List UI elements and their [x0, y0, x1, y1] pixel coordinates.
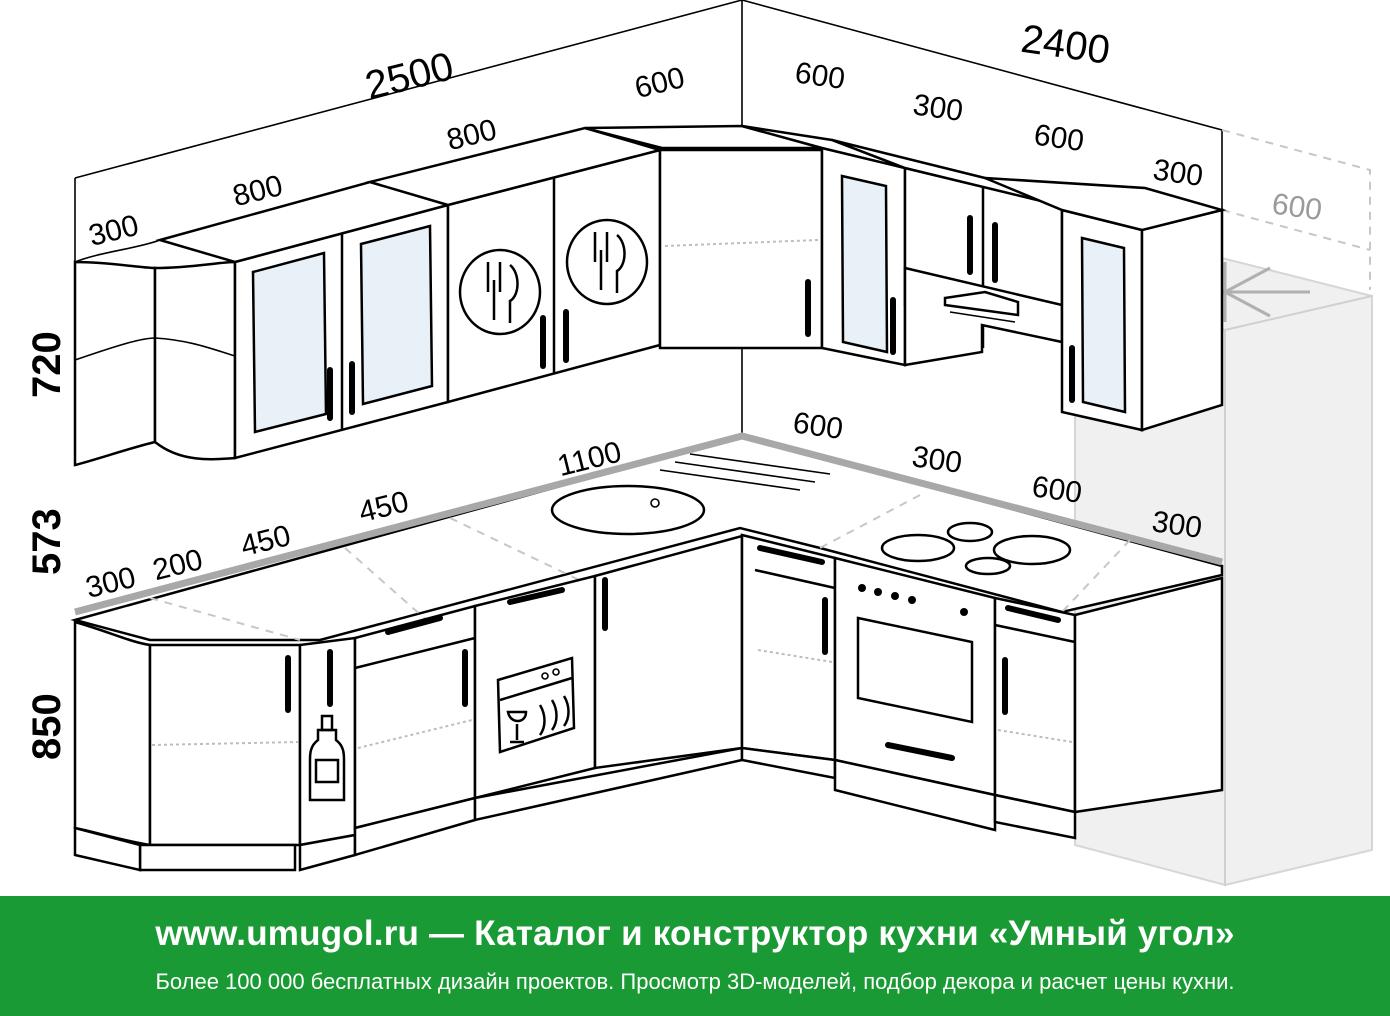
range-hood-icon — [943, 290, 1020, 323]
lower-cabinets-right — [740, 533, 1224, 840]
dim-lower-right-1: 600 — [791, 406, 845, 446]
oven-icon — [856, 584, 974, 761]
hob-icon — [880, 521, 1072, 576]
plate-cutlery-icon — [458, 248, 542, 336]
upper-cabinets-right — [741, 124, 1227, 432]
plate-cutlery-icon — [565, 218, 649, 306]
dim-lower-right-2: 300 — [910, 440, 964, 480]
footer-banner: www.umugol.ru — Каталог и конструктор ку… — [0, 896, 1390, 1016]
upper-cabinets-left — [73, 126, 665, 467]
dim-height-lower: 850 — [25, 693, 69, 760]
dim-upper-right-1: 600 — [793, 56, 847, 96]
dishwasher-icon — [496, 656, 576, 754]
dim-wall-left-total: 2500 — [361, 44, 458, 108]
footer-title[interactable]: www.umugol.ru — Каталог и конструктор ку… — [155, 914, 1235, 953]
kitchen-diagram: 2500 2400 300 800 800 600 600 300 600 30… — [25, 0, 1373, 887]
dim-upper-left-4: 600 — [631, 61, 688, 105]
dim-upper-right-2: 300 — [911, 88, 965, 128]
dim-upper-right-4: 300 — [1151, 153, 1205, 193]
dim-height-upper: 720 — [25, 331, 69, 398]
dim-lower-right-3: 600 — [1030, 470, 1084, 510]
dim-lower-right-4: 300 — [1150, 505, 1204, 545]
dim-height-gap: 573 — [25, 508, 69, 575]
sink-icon — [550, 453, 831, 536]
dimension-labels: 2500 2400 300 800 800 600 600 300 600 30… — [25, 17, 1324, 760]
footer-subtitle: Более 100 000 бесплатных дизайн проектов… — [155, 969, 1235, 994]
dim-upper-right-3: 600 — [1032, 119, 1086, 159]
countertop — [70, 432, 1224, 642]
dim-fridge-width: 600 — [1270, 188, 1324, 228]
lower-cabinets-left — [73, 534, 744, 872]
bottle-icon — [308, 714, 346, 802]
dim-wall-right-total: 2400 — [1018, 17, 1112, 73]
dim-upper-left-1: 300 — [85, 209, 142, 253]
